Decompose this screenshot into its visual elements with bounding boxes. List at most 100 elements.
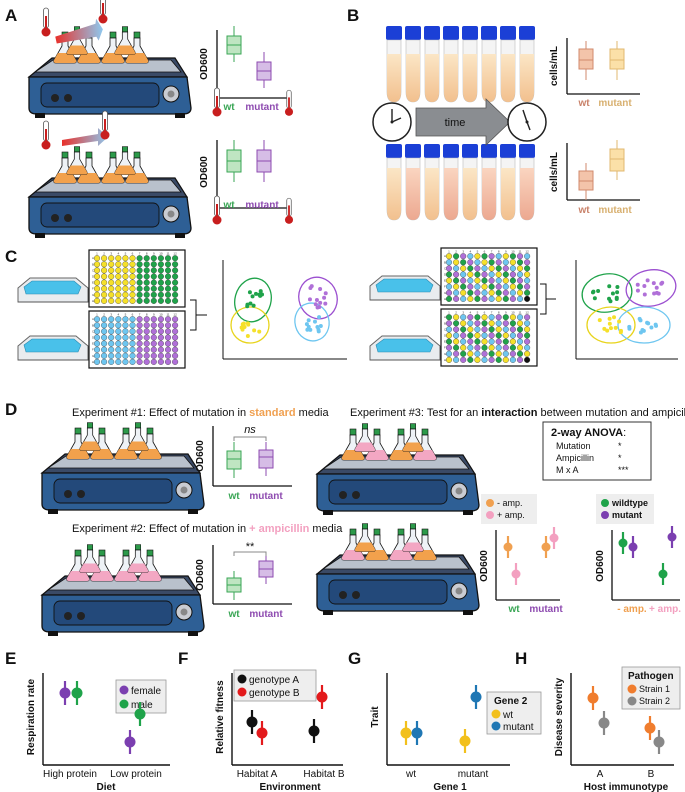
cluster-point (646, 321, 651, 326)
well (516, 271, 524, 278)
well (474, 350, 481, 357)
well (474, 314, 481, 321)
plate-col-label: 3 (462, 311, 464, 315)
cluster-point (640, 327, 645, 332)
plate-col-label: 2 (103, 313, 105, 317)
well (502, 277, 509, 284)
legend-genotype-a: genotype A (249, 675, 299, 686)
well (509, 326, 516, 333)
well (157, 358, 164, 365)
well (129, 297, 136, 304)
data-point (598, 717, 610, 729)
well (516, 265, 524, 272)
well (481, 265, 488, 272)
exp2-title: Experiment #2: Effect of mutation in + a… (72, 523, 343, 535)
well (509, 356, 516, 363)
data-point (59, 687, 71, 699)
data-point (411, 727, 423, 739)
axis-label-trait: Trait (370, 706, 381, 728)
well (172, 316, 179, 323)
exp3-title: Experiment #3: Test for an interaction b… (350, 407, 685, 419)
well (474, 271, 481, 278)
well (474, 344, 481, 351)
well (172, 334, 179, 341)
well (453, 295, 460, 302)
cluster-point (247, 290, 252, 295)
cluster-point (642, 292, 647, 297)
well (108, 352, 115, 359)
cluster-point (308, 286, 313, 291)
well (467, 344, 474, 351)
well (453, 326, 460, 333)
well (115, 273, 122, 280)
cluster-point (637, 316, 642, 321)
well (495, 271, 502, 278)
well (495, 338, 502, 345)
well (143, 352, 150, 359)
well (136, 255, 143, 262)
reservoir-tray (17, 335, 89, 361)
cluster-point (257, 329, 262, 334)
well (136, 322, 143, 329)
data-point (511, 569, 521, 579)
plate-row-label: F (444, 346, 446, 350)
well (495, 314, 502, 321)
axis-label-od600: OD600 (199, 156, 210, 188)
plot-exp3-by-amp: wildtype mutant OD600 - amp. + amp. (595, 494, 681, 615)
plate-col-label: 6 (484, 250, 486, 254)
tick-mutant: mutant (249, 491, 283, 502)
well (467, 253, 474, 260)
anova-title: 2-way ANOVA: (551, 427, 626, 439)
tick-wt: wt (507, 604, 520, 615)
well (524, 344, 531, 351)
legend-wt: wt (502, 710, 513, 721)
well (524, 271, 531, 278)
tick-habitat-b: Habitat B (303, 769, 344, 780)
well (164, 358, 172, 365)
well (495, 295, 502, 302)
well (101, 291, 108, 298)
well (481, 320, 488, 327)
data-point (658, 569, 668, 579)
plate-col-label: 6 (132, 252, 134, 256)
well (445, 283, 453, 290)
well (488, 259, 495, 266)
well (488, 253, 495, 260)
well (445, 289, 453, 296)
cluster-point (605, 328, 610, 333)
box-mutant (258, 449, 274, 469)
data-point (628, 542, 638, 552)
well (129, 346, 136, 353)
plate-col-label: 3 (110, 252, 112, 256)
well (164, 255, 172, 262)
plate-row-label: F (444, 285, 446, 289)
well (509, 289, 516, 296)
well (143, 316, 150, 323)
well (509, 271, 516, 278)
axis-label-od600: OD600 (195, 440, 206, 472)
well (172, 346, 179, 353)
cluster-point (659, 281, 664, 286)
well (115, 279, 122, 286)
axis-label-fitness: Relative fitness (215, 680, 226, 754)
well (122, 328, 129, 335)
plate-col-label: 12 (173, 252, 177, 256)
cluster-point (318, 286, 323, 291)
data-point (503, 542, 513, 552)
data-point (667, 532, 677, 542)
well (172, 328, 179, 335)
data-point (549, 533, 559, 543)
plate-col-label: 9 (505, 250, 507, 254)
well (122, 352, 129, 359)
well (474, 356, 481, 363)
well (172, 273, 179, 280)
well (481, 271, 488, 278)
cluster-point (635, 282, 640, 287)
well (101, 322, 108, 329)
well (122, 279, 129, 286)
well (495, 259, 502, 266)
plate-col-label: 5 (477, 250, 479, 254)
well (93, 261, 101, 268)
well (488, 265, 495, 272)
